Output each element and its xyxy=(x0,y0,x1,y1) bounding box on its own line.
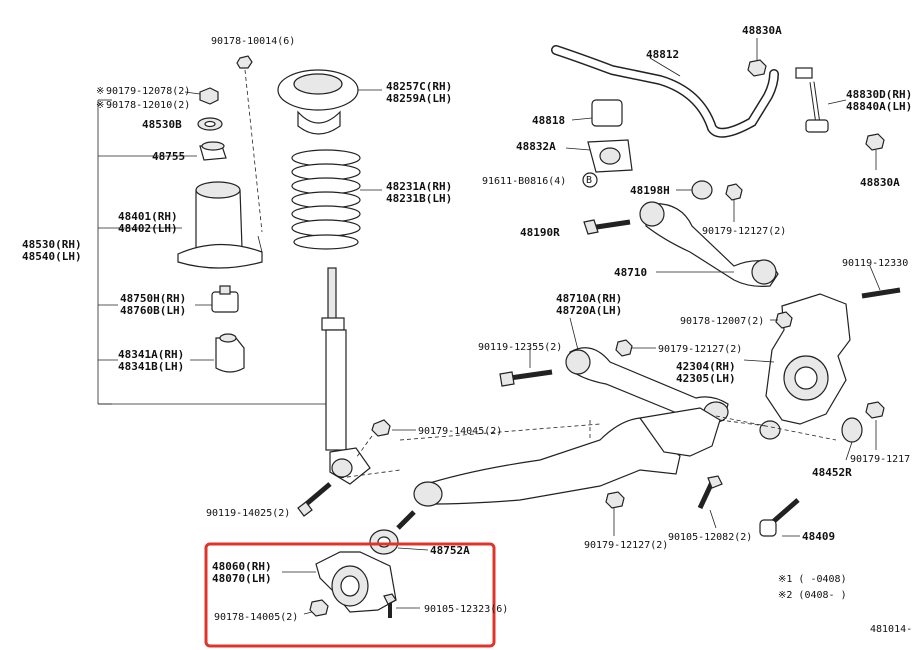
label-48755: 48755 xyxy=(152,150,185,163)
label-90105-12323: 90105-12323(6) xyxy=(424,604,508,615)
svg-text:B: B xyxy=(586,175,592,186)
label-90179-12078: 90179-12078(2) xyxy=(106,86,190,97)
nut-48830A-top xyxy=(747,38,767,77)
bolt-90105-12082 xyxy=(697,475,723,529)
label-48830A-top: 48830A xyxy=(742,24,782,37)
link-48830D xyxy=(795,67,847,133)
nut-90179-12078 xyxy=(184,87,219,105)
trailing-arm xyxy=(339,407,837,507)
label-90119-14025: 90119-14025(2) xyxy=(206,508,290,519)
left-bracket xyxy=(97,99,340,405)
label-48452R: 48452R xyxy=(812,466,852,479)
label-90119-12330: 90119-12330 xyxy=(842,258,908,269)
label-48812: 48812 xyxy=(646,48,679,61)
nut-90179-12127-a xyxy=(725,183,743,222)
label-42305: 42305(LH) xyxy=(676,372,736,385)
bushing-48750H xyxy=(211,285,239,313)
label-48840A: 48840A(LH) xyxy=(846,100,912,113)
strut-mount-48401 xyxy=(177,181,263,269)
reference-number: 481014- xyxy=(870,624,912,635)
nut-90178-14005 xyxy=(303,599,329,617)
label-48830A-right: 48830A xyxy=(860,176,900,189)
label-90178-12010: 90178-12010(2) xyxy=(106,100,190,111)
bolt-90119-12330 xyxy=(861,265,901,299)
highlight-box xyxy=(204,542,496,648)
label-48257C: 48257C(RH) xyxy=(386,80,452,93)
label-48832A: 48832A xyxy=(516,140,556,153)
bumper-48341A xyxy=(215,333,245,373)
nut-90179-1217 xyxy=(865,401,885,450)
label-48530B: 48530B xyxy=(142,118,182,131)
nut-90178-10014 xyxy=(236,55,263,233)
nut-90179-12127-b xyxy=(615,339,656,357)
label-90178-14005: 90178-14005(2) xyxy=(214,612,298,623)
spring-seat-48257C xyxy=(277,69,382,135)
nut-90178-12007 xyxy=(770,311,793,329)
bolt-90119-14025 xyxy=(297,482,332,517)
label-48341B: 48341B(LH) xyxy=(118,360,184,373)
label-90178-10014: 90178-10014(6) xyxy=(211,36,295,47)
bolt-48190R xyxy=(583,219,631,235)
bolt-48409 xyxy=(759,498,800,537)
nut-90179-12127-c xyxy=(605,491,625,536)
label-48070: 48070(LH) xyxy=(212,572,272,585)
label-48231A: 48231A(RH) xyxy=(386,180,452,193)
label-48752A: 48752A xyxy=(430,544,470,557)
bracket-48060 xyxy=(282,551,397,613)
washer-48530B xyxy=(197,117,223,131)
label-48341A: 48341A(RH) xyxy=(118,348,184,361)
label-90119-12355: 90119-12355(2) xyxy=(478,342,562,353)
label-48198H: 48198H xyxy=(630,184,670,197)
nut-90179-14045 xyxy=(355,419,416,459)
bumper-48755 xyxy=(199,141,227,161)
label-48259A: 48259A(LH) xyxy=(386,92,452,105)
nut-48830A-right xyxy=(865,133,885,170)
label-90179-12127-c: 90179-12127(2) xyxy=(584,540,668,551)
bolt-90119-12355 xyxy=(499,348,553,387)
bracket-48832A xyxy=(565,139,633,173)
label-90105-12082: 90105-12082(2) xyxy=(668,532,752,543)
label-48710: 48710 xyxy=(614,266,647,279)
part-labels: 90178-10014(6) ※ 90179-12078(2) ※ 90178-… xyxy=(22,24,912,635)
label-48540: 48540(LH) xyxy=(22,250,82,263)
label-48760B: 48760B(LH) xyxy=(120,304,186,317)
label-48818: 48818 xyxy=(532,114,565,127)
label-48750H: 48750H(RH) xyxy=(120,292,186,305)
label-90179-12127-b: 90179-12127(2) xyxy=(658,344,742,355)
mark-a: ※ xyxy=(96,86,104,97)
coil-spring-48231A xyxy=(291,149,382,250)
bushing-48752A xyxy=(369,510,429,555)
label-48710A: 48710A(RH) xyxy=(556,292,622,305)
stabilizer-bushing-48818 xyxy=(571,99,623,127)
label-42304: 42304(RH) xyxy=(676,360,736,373)
label-48060: 48060(RH) xyxy=(212,560,272,573)
bushing-48452R xyxy=(841,417,863,461)
label-48401: 48401(RH) xyxy=(118,210,178,223)
label-91611: 91611-B0816(4) xyxy=(482,176,566,187)
bolt-91611: B xyxy=(582,172,598,188)
upper-arm-48710 xyxy=(639,201,779,287)
bolt-90105-12323 xyxy=(383,593,420,618)
mark-b: ※ xyxy=(96,100,104,111)
label-90179-1217: 90179-1217 xyxy=(850,454,910,465)
label-48402: 48402(LH) xyxy=(118,222,178,235)
label-48530: 48530(RH) xyxy=(22,238,82,251)
bushing-48198H xyxy=(676,180,713,200)
label-48409: 48409 xyxy=(802,530,835,543)
label-48231B: 48231B(LH) xyxy=(386,192,452,205)
label-90178-12007: 90178-12007(2) xyxy=(680,316,764,327)
note-1: ※1 ( -0408) xyxy=(778,574,847,585)
shock-absorber xyxy=(321,267,371,485)
label-48830D: 48830D(RH) xyxy=(846,88,912,101)
label-90179-14045: 90179-14045(2) xyxy=(418,426,502,437)
stabilizer-bar-48812 xyxy=(551,45,779,138)
label-48720A: 48720A(LH) xyxy=(556,304,622,317)
label-48190R: 48190R xyxy=(520,226,560,239)
note-2: ※2 (0408- ) xyxy=(778,590,847,601)
label-90179-12127-a: 90179-12127(2) xyxy=(702,226,786,237)
